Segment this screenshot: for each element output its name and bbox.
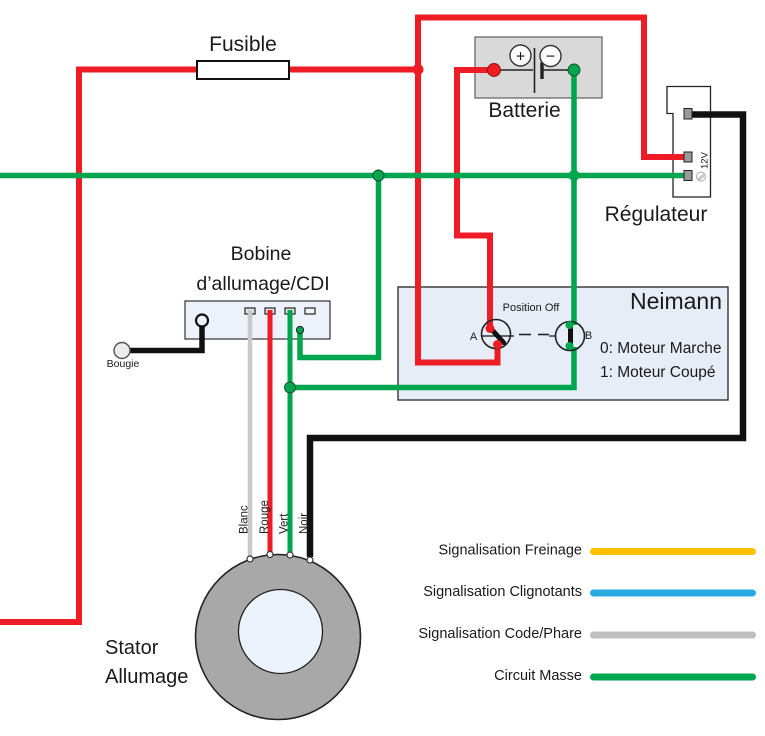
wire-red-battery-to-switch-a-top xyxy=(454,67,494,328)
battery-plus-sign: + xyxy=(516,49,525,66)
battery-minus-sign: − xyxy=(546,49,555,66)
green-junction-dot xyxy=(372,169,385,182)
position-off-label: Position Off xyxy=(503,302,561,314)
stator-wire-hole xyxy=(266,550,274,559)
green-junction-dot xyxy=(284,381,296,394)
regulator-symbol-icon xyxy=(698,175,705,181)
stator-wire-hole xyxy=(246,555,254,563)
switch-a-label: A xyxy=(470,331,478,343)
coil-label-line2: d’allumage/CDI xyxy=(196,273,329,295)
regulator-terminal-green xyxy=(683,170,693,181)
spark-plug-symbol xyxy=(113,341,131,360)
regulator-symbol-icon xyxy=(697,173,705,180)
legend-label-code-phare: Signalisation Code/Phare xyxy=(418,626,582,642)
switch-a-top-contact xyxy=(485,324,495,333)
cdi-ht-terminal xyxy=(194,313,210,328)
legend-label-freinage: Signalisation Freinage xyxy=(439,543,582,559)
wire-red-fuse-line xyxy=(0,66,418,625)
green-junction-dot xyxy=(568,170,580,181)
neimann-title: Neimann xyxy=(630,288,722,314)
cdi-box xyxy=(184,300,331,340)
wire-red-to-switch-a-bottom xyxy=(415,69,501,366)
wire-label-rouge: Rouge xyxy=(259,500,271,534)
cdi-ground-terminal-dot xyxy=(295,325,305,335)
neimann-switch-box xyxy=(397,286,729,401)
red-junction-dot xyxy=(412,64,424,75)
fuse-symbol xyxy=(196,60,290,80)
fuse-label: Fusible xyxy=(209,33,277,56)
stator-label-line2: Allumage xyxy=(105,666,188,688)
switch-state-off-label: 1: Moteur Coupé xyxy=(600,364,715,381)
regulator-terminal-black xyxy=(683,108,693,120)
regulator-symbol-icon xyxy=(696,171,706,182)
regulator-label: Régulateur xyxy=(605,203,708,226)
cdi-terminal-unused xyxy=(304,307,316,315)
wire-black-regulator-to-stator xyxy=(306,111,747,557)
wire-label-blanc: Blanc xyxy=(239,505,251,534)
regulator-12v-label: 12V xyxy=(700,151,711,169)
spark-plug-label: Bougie xyxy=(107,358,140,370)
coil-label-line1: Bobine xyxy=(231,243,292,265)
wire-label-vert: Vert xyxy=(279,513,291,534)
battery-plus-terminal-icon xyxy=(509,44,532,67)
wire-black-coil-to-spark-plug xyxy=(127,324,205,354)
wire-red-to-regulator xyxy=(415,14,684,160)
stator-wire-hole xyxy=(286,551,294,559)
wire-green-switch-b-to-junction xyxy=(290,347,577,391)
switch-b-top-contact xyxy=(565,321,574,329)
legend-label-masse: Circuit Masse xyxy=(494,668,582,684)
legend-label-clignotants: Signalisation Clignotants xyxy=(423,584,582,600)
battery-minus-terminal-icon xyxy=(539,44,562,68)
wire-label-noir: Noir xyxy=(299,513,311,534)
battery-negative-terminal-dot xyxy=(567,63,581,77)
switch-b-bottom-contact xyxy=(565,342,574,350)
stator-inner-core xyxy=(237,588,324,675)
regulator-terminal-red xyxy=(683,151,693,163)
stator-label-line1: Stator xyxy=(105,637,159,659)
battery-label: Batterie xyxy=(488,99,560,122)
wire-green-cdi-ground xyxy=(297,175,382,361)
stator-wire-hole xyxy=(306,556,314,564)
switch-b-label: B xyxy=(585,330,592,342)
switch-state-on-label: 0: Moteur Marche xyxy=(600,340,721,357)
switch-a-bottom-contact xyxy=(493,340,502,349)
battery-positive-terminal-dot xyxy=(487,63,501,77)
